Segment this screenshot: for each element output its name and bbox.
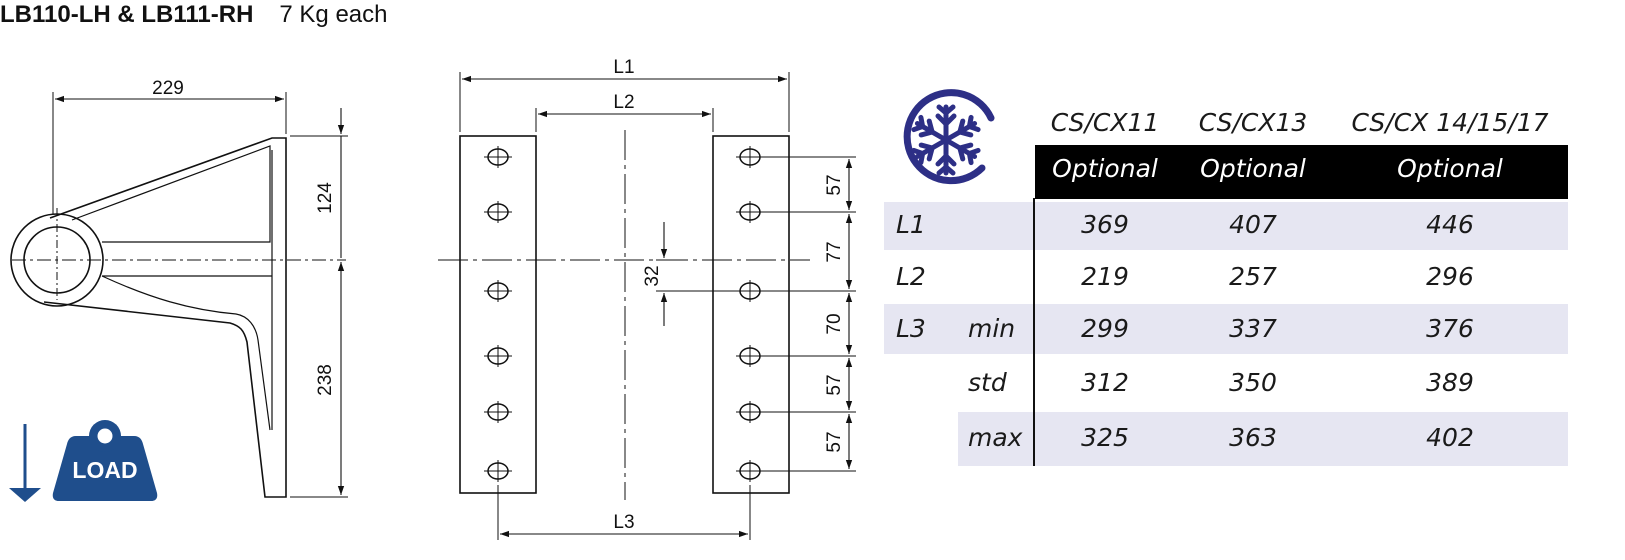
mounting-holes xyxy=(484,146,764,482)
table-cell: 219 xyxy=(1081,262,1129,291)
row-dim-label: L1 xyxy=(896,210,926,239)
model-header: CS/CX13 xyxy=(1198,108,1308,137)
left-plate xyxy=(459,135,537,494)
load-arrow-head xyxy=(9,488,41,502)
side-view xyxy=(10,92,348,498)
dim-l1: L1 xyxy=(613,57,634,78)
pitch-dim: 57 xyxy=(824,374,845,395)
table-cell: 376 xyxy=(1426,314,1474,343)
bracket-inner-web xyxy=(71,145,271,243)
dim-l2: L2 xyxy=(613,92,634,113)
row-dim-label: L3 xyxy=(896,314,926,343)
table-cell: 350 xyxy=(1229,368,1277,397)
table-cell: 257 xyxy=(1229,262,1277,291)
part-numbers: LB110-LH & LB111-RH xyxy=(0,1,254,28)
snowflake-badge xyxy=(903,89,995,185)
table-cell: 296 xyxy=(1426,262,1474,291)
table-cell: 446 xyxy=(1426,210,1474,239)
availability-cell: Optional xyxy=(1397,154,1503,183)
dim-238: 238 xyxy=(315,364,336,396)
right-plate xyxy=(712,135,790,494)
row-variant-label: max xyxy=(968,423,1023,452)
pitch-dim: 57 xyxy=(824,431,845,452)
table-cell: 402 xyxy=(1426,423,1474,452)
bracket-outline xyxy=(43,137,287,498)
table-cell: 312 xyxy=(1081,368,1129,397)
snowflake-icon xyxy=(911,104,981,176)
pitch-dim: 57 xyxy=(824,174,845,195)
dim-229: 229 xyxy=(152,78,184,99)
load-label: LOAD xyxy=(72,457,137,483)
weight-label: 7 Kg each xyxy=(279,1,388,28)
availability-bar xyxy=(1035,145,1568,199)
model-header: CS/CX 14/15/17 xyxy=(1351,108,1549,137)
row-band xyxy=(884,304,1568,354)
dim-l3: L3 xyxy=(613,512,634,533)
availability-cell: Optional xyxy=(1200,154,1306,183)
pitch-dim: 77 xyxy=(824,241,845,262)
table-cell: 407 xyxy=(1229,210,1277,239)
availability-cell: Optional xyxy=(1052,154,1158,183)
dim-124: 124 xyxy=(315,182,336,214)
table-cell: 363 xyxy=(1229,423,1277,452)
row-band xyxy=(958,412,1568,466)
row-band xyxy=(884,202,1568,250)
badge-ring xyxy=(903,89,995,185)
load-badge: LOAD xyxy=(9,420,158,502)
page-title: LB110-LH & LB111-RH 7 Kg each xyxy=(0,0,388,30)
row-variant-label: min xyxy=(968,314,1016,343)
table-cell: 325 xyxy=(1081,423,1129,452)
dim-32: 32 xyxy=(642,265,663,286)
weight-icon xyxy=(52,436,158,501)
table-cell: 299 xyxy=(1081,314,1129,343)
table-cell: 369 xyxy=(1081,210,1129,239)
row-dim-label: L2 xyxy=(896,262,926,291)
table-cell: 337 xyxy=(1229,314,1277,343)
table-cell: 389 xyxy=(1426,368,1474,397)
model-header: CS/CX11 xyxy=(1050,108,1160,137)
table-divider xyxy=(1033,198,1035,466)
front-view xyxy=(438,72,856,540)
pitch-dim: 70 xyxy=(824,313,845,334)
row-variant-label: std xyxy=(968,368,1007,397)
